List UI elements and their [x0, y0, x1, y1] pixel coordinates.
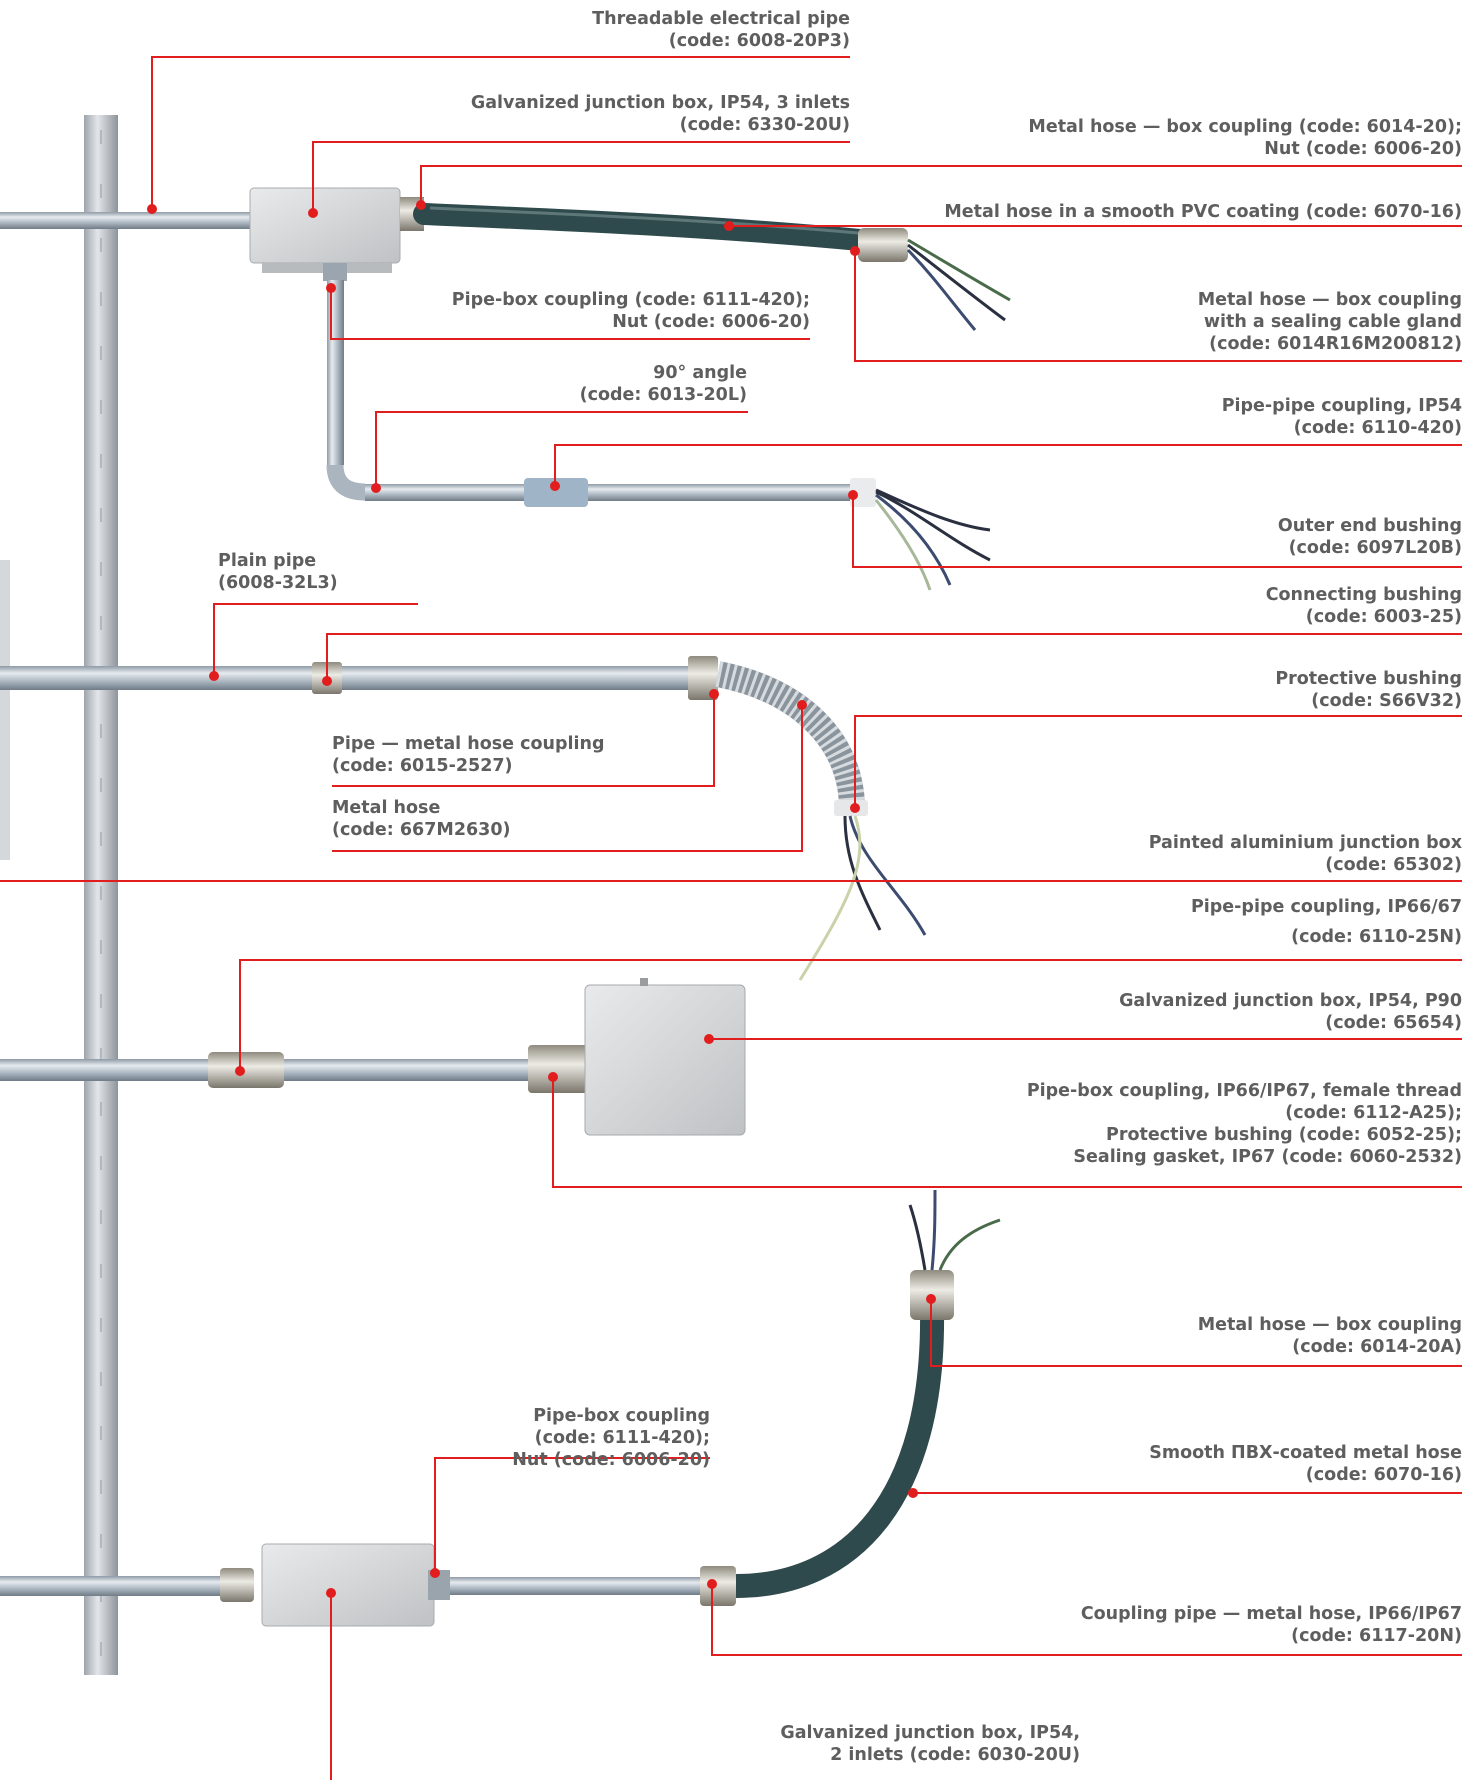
- pipe-pipe-coupling-ip66: [208, 1052, 284, 1088]
- leader-cable-gland-dot: [850, 246, 860, 256]
- leader-hose-box-bottom: [930, 1301, 1462, 1367]
- leader-pipe-box-bottom: [434, 1457, 710, 1571]
- leader-pipe-hose-coupling-dot: [709, 689, 719, 699]
- leader-pipe-box-coupling: [330, 290, 810, 340]
- leader-junction-box: [312, 141, 850, 211]
- leader-outer-end-bushing-dot: [848, 490, 858, 500]
- leader-protective-bushing-dot: [850, 803, 860, 813]
- label-pipe-hose-coupling: Pipe — metal hose coupling(code: 6015-25…: [332, 734, 605, 776]
- leader-pipe-pipe-ip54-dot: [550, 481, 560, 491]
- threadable-pipe: [0, 212, 250, 229]
- leader-hose-box-coupling: [420, 165, 1462, 203]
- leader-cable-gland: [854, 253, 1462, 362]
- coupling-pipe-hose: [700, 1566, 736, 1606]
- label-plain-pipe: Plain pipe(6008-32L3): [218, 551, 338, 593]
- cable-gland: [858, 228, 908, 262]
- painted-junction-box: [584, 978, 746, 1136]
- label-pipe-box-coupling: Pipe-box coupling (code: 6111-420);Nut (…: [451, 290, 810, 332]
- label-outer-end-bushing: Outer end bushing(code: 6097L20B): [1277, 516, 1462, 558]
- leader-plain-pipe: [213, 603, 418, 674]
- label-pipe-pipe-coupling-ip66-code: (code: 6110-25N): [1291, 927, 1462, 947]
- leader-connecting-bushing: [326, 633, 1462, 679]
- leader-threadable-pipe-dot: [147, 204, 157, 214]
- label-pvc-hose: Metal hose in a smooth PVC coating (code…: [944, 202, 1462, 222]
- leader-pvc-hose-bottom-dot: [908, 1488, 918, 1498]
- label-pipe-pipe-coupling-ip66: Pipe-pipe coupling, IP66/67: [1190, 897, 1462, 917]
- leader-outer-end-bushing: [852, 496, 1462, 568]
- leader-metal-hose: [332, 707, 803, 852]
- label-junction-box-2-inlets: Galvanized junction box, IP54,2 inlets (…: [780, 1723, 1080, 1765]
- leader-junction-box-dot: [308, 208, 318, 218]
- label-coupling-pipe-hose: Coupling pipe — metal hose, IP66/IP67(co…: [1080, 1604, 1462, 1646]
- label-pipe-box-coupling-bottom: Pipe-box coupling(code: 6111-420);Nut (c…: [512, 1406, 710, 1470]
- pvc-metal-hose: [413, 203, 871, 251]
- leader-protective-bushing: [854, 715, 1462, 806]
- label-pipe-box-coupling-ip66: Pipe-box coupling, IP66/IP67, female thr…: [1026, 1081, 1462, 1167]
- leader-connecting-bushing-dot: [322, 676, 332, 686]
- pipe-box-coupling-ip66: [528, 1045, 588, 1093]
- leader-pvc-hose-dot: [724, 221, 734, 231]
- leader-pipe-box-ip66: [552, 1079, 1462, 1188]
- leader-pipe-box-ip66-dot: [548, 1072, 558, 1082]
- leader-threadable-pipe: [151, 56, 850, 207]
- label-hose-box-coupling: Metal hose — box coupling (code: 6014-20…: [1028, 117, 1462, 159]
- pipe-hose-coupling: [688, 656, 718, 700]
- leader-lines: [0, 56, 1462, 1780]
- junction-box-3-inlets: [249, 187, 401, 273]
- label-junction-box-p90: Galvanized junction box, IP54, P90(code:…: [1119, 991, 1462, 1033]
- leader-pipe-box-coupling-dot: [326, 283, 336, 293]
- label-pipe-pipe-coupling-ip54: Pipe-pipe coupling, IP54(code: 6110-420): [1221, 396, 1462, 438]
- lower-pipe: [0, 1045, 588, 1093]
- leader-junction-box-bottom-dot: [326, 1588, 336, 1598]
- label-protective-bushing: Protective bushing(code: S66V32): [1275, 669, 1462, 711]
- leader-junction-box-p90-dot: [704, 1034, 714, 1044]
- label-hose-box-coupling-bottom: Metal hose — box coupling(code: 6014-20A…: [1197, 1315, 1462, 1357]
- leader-pipe-pipe-ip54: [554, 444, 1462, 484]
- leader-coupling-pipe-hose-dot: [707, 1579, 717, 1589]
- leader-pipe-pipe-ip66-dot: [235, 1066, 245, 1076]
- pipe-pipe-coupling-ip54: [524, 478, 588, 507]
- pvc-metal-hose-bottom: [735, 1309, 945, 1598]
- leader-hose-box-bottom-dot: [926, 1294, 936, 1304]
- label-junction-box-3-inlets: Galvanized junction box, IP54, 3 inlets(…: [470, 93, 850, 135]
- leader-metal-hose-dot: [797, 700, 807, 710]
- leader-coupling-pipe-hose: [711, 1586, 1462, 1656]
- leader-90-angle-dot: [371, 483, 381, 493]
- label-metal-hose: Metal hose(code: 667M2630): [332, 798, 511, 840]
- leader-pipe-box-bottom-dot: [430, 1568, 440, 1578]
- leader-plain-pipe-dot: [209, 671, 219, 681]
- mounting-rail: [0, 115, 118, 1675]
- label-pvc-hose-bottom: Smooth ПВХ-coated metal hose(code: 6070-…: [1149, 1443, 1462, 1485]
- label-90-angle: 90° angle(code: 6013-20L): [579, 363, 747, 405]
- label-connecting-bushing: Connecting bushing(code: 6003-25): [1265, 585, 1462, 627]
- leader-pipe-hose-coupling: [332, 696, 715, 787]
- leader-hose-box-coupling-dot: [416, 200, 426, 210]
- outer-end-bushing: [850, 478, 876, 507]
- junction-box-2-inlets: [261, 1543, 435, 1627]
- label-threadable-pipe: Threadable electrical pipe(code: 6008-20…: [592, 9, 850, 51]
- label-painted-junction-box: Painted aluminium junction box(code: 653…: [1148, 833, 1462, 875]
- leader-pipe-pipe-ip66: [239, 959, 1462, 1069]
- leader-90-angle: [375, 411, 748, 486]
